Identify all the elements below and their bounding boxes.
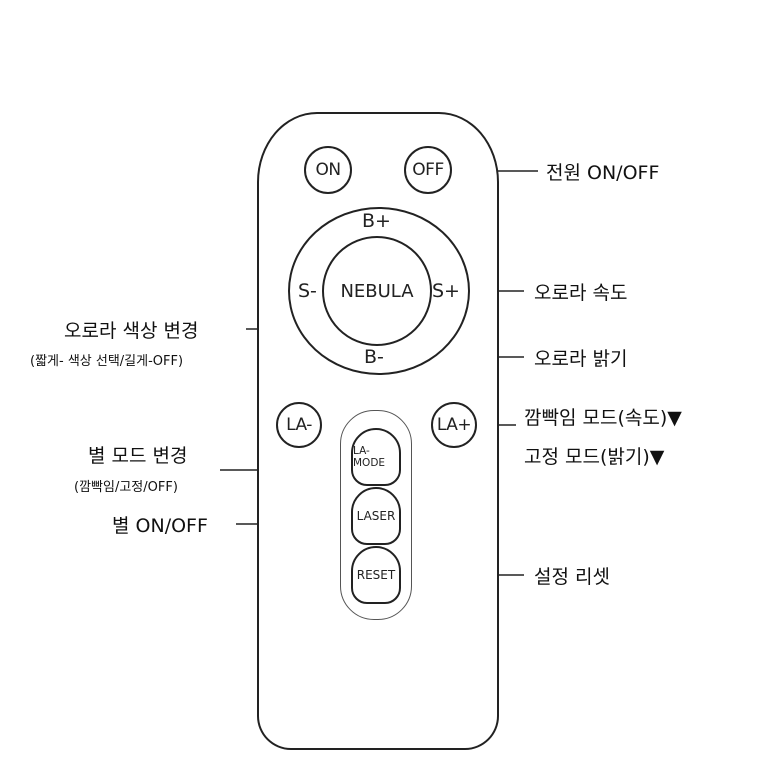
off-button[interactable]: OFF <box>404 146 452 194</box>
aurora-speed-label: 오로라 속도 <box>534 282 628 304</box>
star-button-group <box>340 410 412 620</box>
la-minus-button[interactable]: LA- <box>276 402 322 448</box>
star-onoff-label: 별 ON/OFF <box>112 515 208 537</box>
reset-button[interactable]: RESET <box>351 546 401 604</box>
fixed-mode-label: 고정 모드(밝기)▼ <box>524 446 665 468</box>
reset-label: 설정 리셋 <box>534 566 610 588</box>
control-ring <box>288 207 470 375</box>
star-mode-note: (깜빡임/고정/OFF) <box>74 480 178 495</box>
star-mode-label: 별 모드 변경 <box>88 445 188 467</box>
la-mode-button[interactable]: LA-MODE <box>351 428 401 486</box>
aurora-color-label: 오로라 색상 변경 <box>64 320 199 342</box>
brightness-up-button[interactable]: B+ <box>362 210 391 232</box>
la-plus-button[interactable]: LA+ <box>431 402 477 448</box>
brightness-down-button[interactable]: B- <box>364 346 384 368</box>
nebula-button[interactable]: NEBULA <box>322 236 432 346</box>
on-button[interactable]: ON <box>304 146 352 194</box>
aurora-brightness-label: 오로라 밝기 <box>534 348 628 370</box>
laser-button[interactable]: LASER <box>351 487 401 545</box>
speed-down-button[interactable]: S- <box>298 280 317 302</box>
power-label: 전원 ON/OFF <box>546 162 660 184</box>
speed-up-button[interactable]: S+ <box>432 280 460 302</box>
blink-mode-label: 깜빡임 모드(속도)▼ <box>524 407 682 429</box>
aurora-color-note: (짧게- 색상 선택/길게-OFF) <box>30 354 184 369</box>
